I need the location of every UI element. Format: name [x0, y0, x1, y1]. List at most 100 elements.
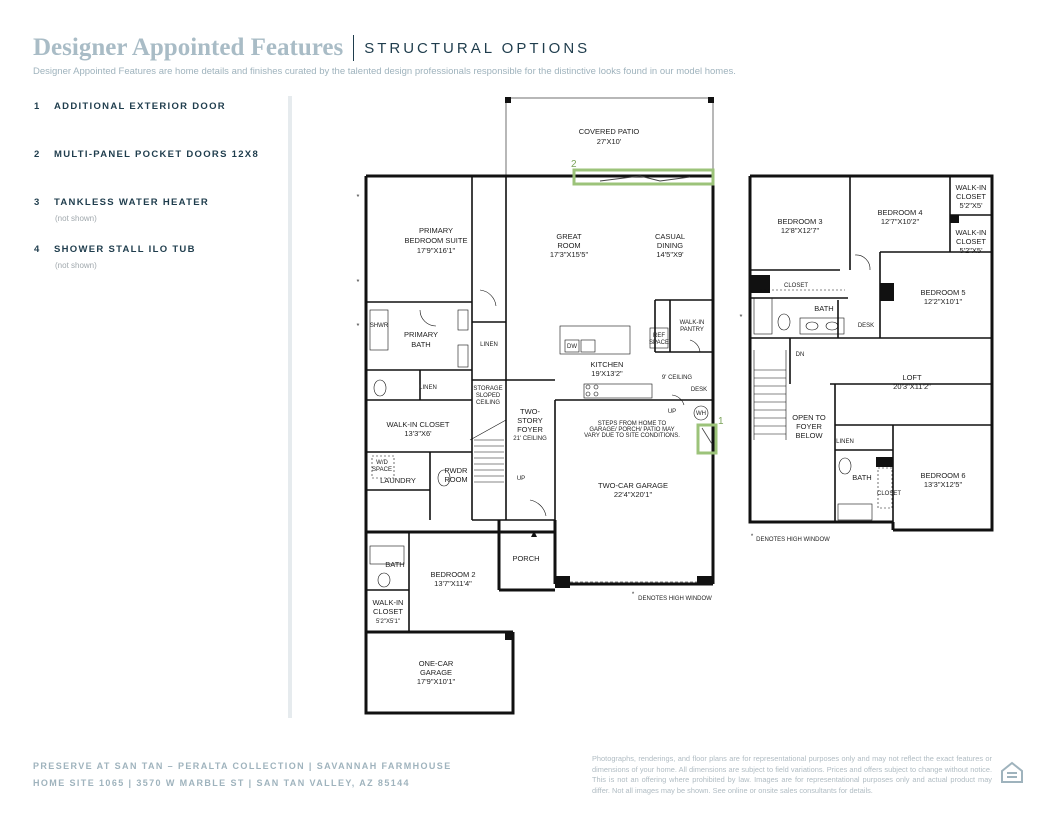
room-label: CLOSET [956, 192, 986, 201]
room-label: PRIMARY [404, 330, 438, 339]
svg-text:*: * [357, 321, 360, 330]
feature-label: ADDITIONAL EXTERIOR DOOR [54, 101, 226, 112]
room-label: BEDROOM SUITE [405, 236, 468, 245]
room-label: OPEN TO [792, 413, 826, 422]
feature-number: 2 [34, 149, 41, 160]
room-label: CASUAL [655, 232, 685, 241]
room-label: TWO- [520, 407, 540, 416]
room-label: FOYER [517, 425, 543, 434]
svg-text:*: * [357, 192, 360, 201]
room-label: PRIMARY [419, 226, 453, 235]
room-label: CLOSET [373, 607, 403, 616]
asterisk-icon: * * * * [357, 192, 743, 330]
room-dims: 13'3"X12'5" [924, 480, 963, 489]
room-dims: 13'7"X11'4" [434, 579, 472, 588]
option-2-highlight [572, 168, 715, 186]
room-dims: 13'3"X6' [404, 429, 432, 438]
room-dims: 12'2"X10'1" [924, 297, 963, 306]
room-label: GREAT [556, 232, 582, 241]
room-label: TWO-CAR GARAGE [598, 481, 668, 490]
room-label: LINEN [480, 342, 498, 348]
room-label: FOYER [796, 422, 822, 431]
site-note: VARY DUE TO SITE CONDITIONS. [584, 433, 680, 439]
room-label: GARAGE [420, 668, 452, 677]
room-label: LAUNDRY [380, 476, 416, 485]
high-window-note: DENOTES HIGH WINDOW [638, 596, 712, 602]
room-label: CLOSET [956, 237, 986, 246]
room-label: ROOM [557, 241, 580, 250]
room-dims: 19'X13'2" [591, 369, 623, 378]
room-label: W/D [376, 460, 388, 466]
room-label: KITCHEN [591, 360, 624, 369]
room-label: BEDROOM 3 [777, 217, 822, 226]
room-label: WH [696, 411, 706, 417]
sidebar-divider [288, 96, 292, 718]
feature-number: 3 [34, 197, 41, 208]
room-label: 9' CEILING [662, 375, 692, 381]
room-label: LOFT [902, 373, 922, 382]
svg-text:*: * [357, 277, 360, 286]
room-label: BEDROOM 6 [920, 471, 965, 480]
room-label: STORAGE [473, 386, 502, 392]
page-title: Designer Appointed Features [33, 34, 344, 61]
room-label: STORY [517, 416, 543, 425]
feature-number: 1 [34, 101, 41, 112]
room-label: DESK [858, 323, 874, 329]
room-label: CLOSET [784, 283, 808, 289]
room-label: WALK-IN [680, 320, 705, 326]
room-label: LINEN [419, 385, 437, 391]
site-note: STEPS FROM HOME TO [598, 421, 667, 427]
room-label: BATH [411, 340, 430, 349]
disclaimer: Photographs, renderings, and floor plans… [592, 754, 992, 795]
room-dims: 5'2"X5' [959, 246, 983, 255]
page-subtitle: STRUCTURAL OPTIONS [364, 39, 591, 57]
room-label: 21' CEILING [513, 436, 547, 442]
room-label: UP [517, 476, 525, 482]
room-label: CEILING [476, 400, 500, 406]
equal-housing-icon [1001, 761, 1023, 783]
room-label: ROOM [444, 475, 467, 484]
room-label: UP [668, 409, 676, 415]
room-label: DINING [657, 241, 683, 250]
svg-text:*: * [740, 312, 743, 321]
room-dims: 14'5"X9' [656, 250, 684, 259]
asterisk-icon: * [751, 534, 754, 540]
room-dims: 20'3"X11'2" [893, 382, 931, 391]
room-dims: 5'2"X5' [959, 201, 983, 210]
room-dims: 12'8"X12'7" [781, 226, 820, 235]
room-label: WALK-IN [956, 183, 987, 192]
community-name: PRESERVE AT SAN TAN – PERALTA COLLECTION… [33, 761, 452, 771]
room-dims: 12'7"X10'2" [881, 217, 920, 226]
marker-2: 2 [571, 159, 577, 170]
room-label: WALK-IN CLOSET [386, 420, 449, 429]
feature-label: TANKLESS WATER HEATER [54, 197, 210, 208]
room-label: BEDROOM 5 [920, 288, 965, 297]
marker-1: 1 [718, 416, 724, 427]
page-description: Designer Appointed Features are home det… [33, 66, 736, 77]
room-label: WALK-IN [373, 598, 404, 607]
room-label: REF [653, 333, 665, 339]
page-header: Designer Appointed Features STRUCTURAL OP… [33, 34, 590, 62]
high-window-note: DENOTES HIGH WINDOW [756, 537, 830, 543]
room-label: SPACE [372, 467, 392, 473]
room-label: PWDR [445, 466, 468, 475]
room-dims: 22'4"X20'1" [614, 490, 653, 499]
room-label: DN [796, 352, 805, 358]
room-label: PORCH [512, 554, 539, 563]
room-dims: 17'9"X10'1" [417, 677, 456, 686]
room-label: SPACE [649, 340, 669, 346]
room-dims: 27'X10' [597, 137, 622, 146]
room-label: LINEN [836, 439, 854, 445]
room-label: WALK-IN [956, 228, 987, 237]
feature-number: 4 [34, 244, 41, 255]
room-label: PANTRY [680, 327, 704, 333]
room-label: BEDROOM 2 [430, 570, 475, 579]
home-site-address: HOME SITE 1065 | 3570 W MARBLE ST | SAN … [33, 778, 410, 788]
feature-note: (not shown) [55, 261, 97, 270]
room-label: COVERED PATIO [579, 127, 640, 136]
room-label: DESK [691, 387, 707, 393]
